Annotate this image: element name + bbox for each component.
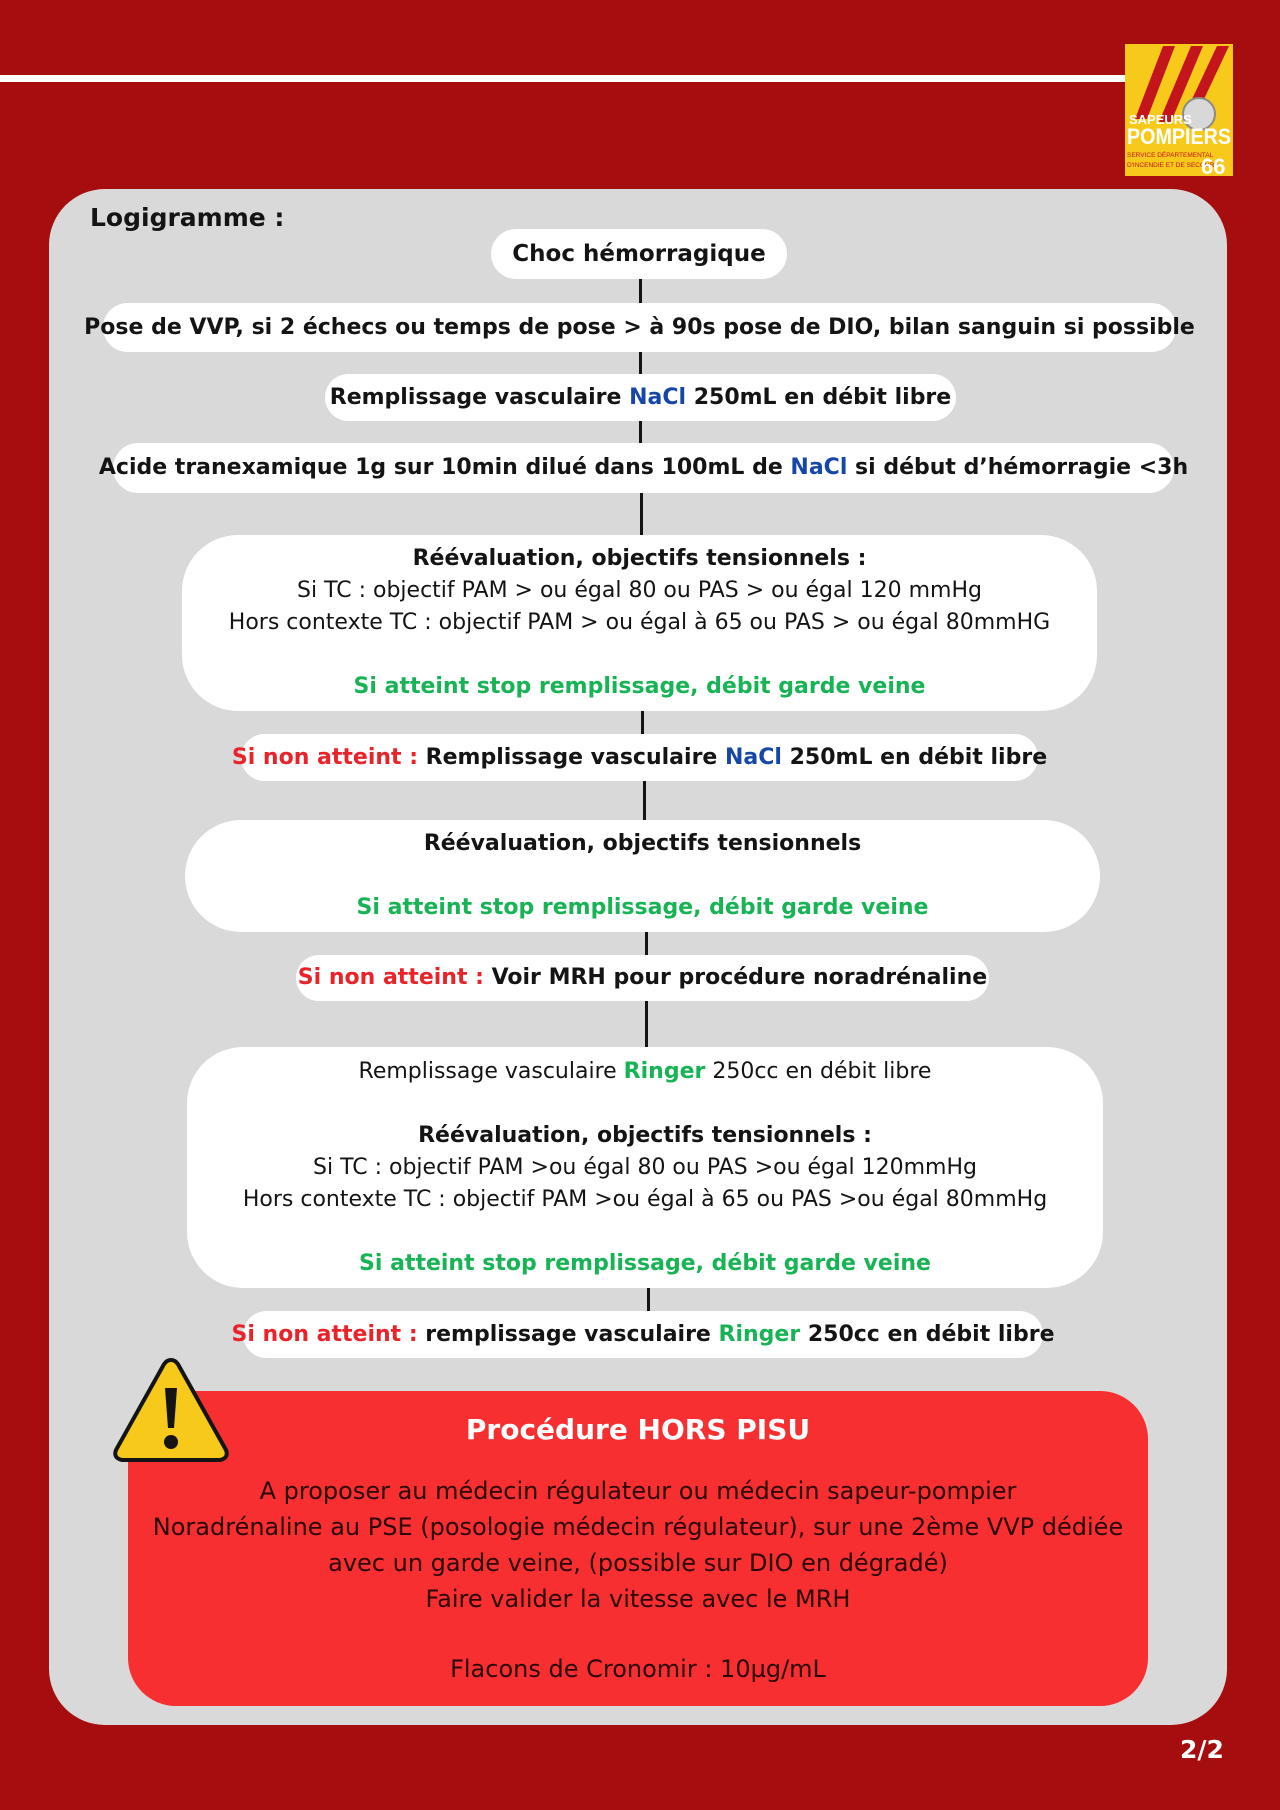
- logo-line4: D'INCENDIE ET DE SECOURS: [1127, 162, 1219, 169]
- step-ringer-reevaluation: Remplissage vasculaire Ringer 250cc en d…: [187, 1047, 1103, 1288]
- step10-cond: Si non atteint :: [231, 1321, 426, 1347]
- connector-3: [639, 421, 642, 443]
- sapeurs-pompiers-66-logo: SAPEURS POMPIERS SERVICE DÉPARTEMENTAL D…: [1125, 44, 1233, 176]
- logo-line3: SERVICE DÉPARTEMENTAL: [1127, 150, 1214, 159]
- step9-intro-pre: Remplissage vasculaire: [358, 1058, 624, 1084]
- logo-line2: POMPIERS: [1127, 124, 1231, 149]
- step9-intro: Remplissage vasculaire Ringer 250cc en d…: [359, 1056, 932, 1088]
- step5-line2: Hors contexte TC : objectif PAM > ou éga…: [228, 610, 1051, 635]
- step10-pre: remplissage vasculaire: [425, 1321, 719, 1347]
- step-remplissage-nacl: Remplissage vasculaire NaCl 250mL en déb…: [325, 374, 956, 421]
- step9-line2: Hors contexte TC : objectif PAM >ou égal…: [242, 1186, 1048, 1212]
- step3-pre: Remplissage vasculaire: [329, 384, 630, 410]
- step-si-non-atteint-2: Si non atteint : Voir MRH pour procédure…: [296, 955, 989, 1001]
- step4-text: Acide tranexamique 1g sur 10min dilué da…: [99, 452, 1188, 484]
- step3-nacl: NaCl: [629, 384, 687, 410]
- step9-line1: Si TC : objectif PAM >ou égal 80 ou PAS …: [313, 1154, 977, 1180]
- logo-number: 66: [1201, 154, 1225, 176]
- warning-line5: Flacons de Cronomir : 10µg/mL: [450, 1655, 826, 1683]
- step9-intro-post: 250cc en débit libre: [705, 1058, 932, 1084]
- step5-line1: Si TC : objectif PAM > ou égal 80 ou PAS…: [297, 578, 982, 603]
- warning-line2: Noradrénaline au PSE (posologie médecin …: [152, 1513, 1124, 1541]
- step-si-non-atteint-3: Si non atteint : remplissage vasculaire …: [232, 1311, 1055, 1358]
- warning-line4: Faire valider la vitesse avec le MRH: [425, 1585, 851, 1613]
- connector-8: [645, 1001, 648, 1047]
- warning-line3: avec un garde veine, (possible sur DIO e…: [328, 1549, 948, 1577]
- step4-post: si début d’hémorragie <3h: [847, 455, 1189, 480]
- step4-nacl: NaCl: [790, 455, 848, 480]
- step6-cond: Si non atteint :: [231, 744, 426, 770]
- step-pose-vvp: Pose de VVP, si 2 échecs ou temps de pos…: [84, 303, 1195, 352]
- connector-6: [643, 781, 646, 820]
- step3-text: Remplissage vasculaire NaCl 250mL en déb…: [330, 382, 951, 414]
- connector-7: [645, 932, 648, 955]
- step-reevaluation-2: Réévaluation, objectifs tensionnels Si a…: [185, 820, 1100, 932]
- step8-cond: Si non atteint :: [297, 965, 492, 990]
- warning-title: Procédure HORS PISU: [465, 1413, 811, 1446]
- step6-text: Si non atteint : Remplissage vasculaire …: [232, 742, 1047, 774]
- step6-post: 250mL en débit libre: [781, 744, 1048, 770]
- step4-pre: Acide tranexamique 1g sur 10min dilué da…: [98, 455, 791, 480]
- step1-text: Choc hémorragique: [512, 241, 766, 267]
- step6-nacl: NaCl: [725, 744, 782, 770]
- step-reevaluation-1: Réévaluation, objectifs tensionnels : Si…: [182, 535, 1097, 711]
- step5-ok: Si atteint stop remplissage, débit garde…: [353, 674, 926, 699]
- step9-ringer: Ringer: [623, 1058, 706, 1084]
- connector-5: [641, 711, 644, 734]
- connector-1: [639, 279, 642, 303]
- section-title: Logigramme :: [90, 203, 285, 232]
- step-choc-hemorragique: Choc hémorragique: [491, 229, 787, 279]
- step3-post: 250mL en débit libre: [686, 384, 952, 410]
- connector-2: [639, 352, 642, 374]
- page-number: 2/2: [1180, 1735, 1224, 1764]
- step-acide-tranexamique: Acide tranexamique 1g sur 10min dilué da…: [99, 443, 1188, 493]
- step7-title: Réévaluation, objectifs tensionnels: [423, 831, 862, 856]
- header-rule: [0, 75, 1230, 82]
- step2-text: Pose de VVP, si 2 échecs ou temps de pos…: [84, 314, 1195, 340]
- step-si-non-atteint-1: Si non atteint : Remplissage vasculaire …: [232, 734, 1047, 781]
- warning-triangle-icon: [113, 1358, 229, 1462]
- step9-ok: Si atteint stop remplissage, débit garde…: [359, 1250, 931, 1276]
- step8-body: Voir MRH pour procédure noradrénaline: [491, 965, 988, 990]
- step8-text: Si non atteint : Voir MRH pour procédure…: [298, 962, 987, 994]
- step10-ringer: Ringer: [718, 1321, 801, 1347]
- step6-pre: Remplissage vasculaire: [425, 744, 725, 770]
- step7-ok: Si atteint stop remplissage, débit garde…: [356, 895, 929, 920]
- connector-4: [640, 493, 643, 535]
- connector-9: [647, 1288, 650, 1311]
- step10-post: 250cc en débit libre: [800, 1321, 1055, 1347]
- step10-text: Si non atteint : remplissage vasculaire …: [232, 1319, 1055, 1351]
- warning-line1: A proposer au médecin régulateur ou méde…: [259, 1477, 1017, 1505]
- step5-title: Réévaluation, objectifs tensionnels :: [412, 546, 867, 571]
- step9-title: Réévaluation, objectifs tensionnels :: [418, 1122, 872, 1148]
- procedure-hors-pisu-box: Procédure HORS PISU A proposer au médeci…: [128, 1391, 1148, 1706]
- logo-line1: SAPEURS: [1129, 112, 1192, 127]
